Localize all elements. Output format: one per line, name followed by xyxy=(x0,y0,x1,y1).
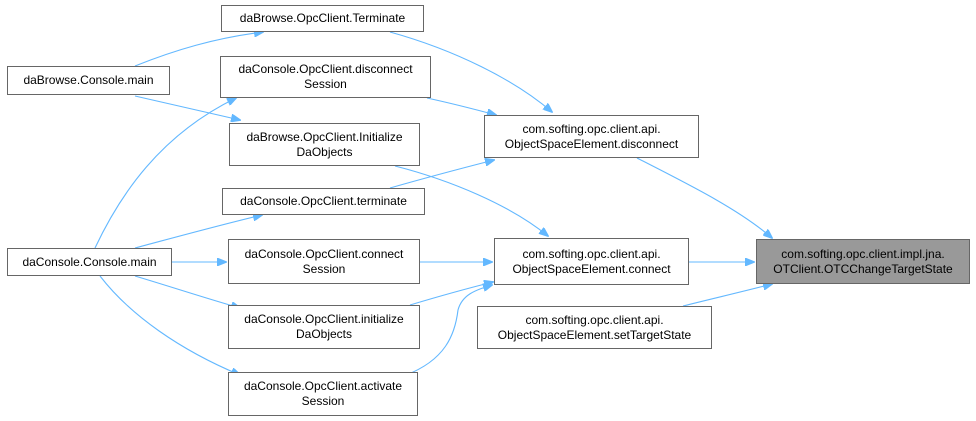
edge-browse-terminate-to-api-disconnect xyxy=(389,31,552,112)
node-label-line1: daConsole.OpcClient.disconnect xyxy=(238,62,413,76)
node-label-line2: OTClient.OTCChangeTargetState xyxy=(773,261,953,276)
node-console-disconnect[interactable]: daConsole.OpcClient.disconnect Session xyxy=(220,56,431,98)
node-target-focus[interactable]: com.softing.opc.client.impl.jna. OTClien… xyxy=(756,239,970,284)
edge-browse-initialize-to-api-connect xyxy=(394,165,548,236)
node-label-line2: DaObjects xyxy=(295,327,353,341)
node-label-line1: com.softing.opc.client.api. xyxy=(525,312,664,327)
node-browse-main[interactable]: daBrowse.Console.main xyxy=(7,66,170,95)
edge-console-initialize-to-api-connect xyxy=(409,282,493,306)
edge-api-disconnect-to-target xyxy=(636,157,772,238)
node-label-line2: Session xyxy=(301,394,345,408)
edge-console-main-to-console-disconnect xyxy=(94,98,236,249)
node-label-line1: daConsole.OpcClient.activate xyxy=(243,379,403,393)
node-label-line2: ObjectSpaceElement.setTargetState xyxy=(497,327,692,342)
edge-console-main-to-console-terminate xyxy=(134,215,262,249)
node-label-line1: daBrowse.OpcClient.Initialize xyxy=(246,129,403,144)
node-label-line2: Session xyxy=(302,261,346,276)
node-label-line2: ObjectSpaceElement.disconnect xyxy=(504,136,679,151)
edge-console-main-to-console-initialize xyxy=(134,275,240,308)
node-console-terminate[interactable]: daConsole.OpcClient.terminate xyxy=(222,188,425,215)
edge-console-disconnect-to-api-disconnect xyxy=(426,97,496,115)
node-label-line2: Session xyxy=(304,77,347,91)
node-api-connect[interactable]: com.softing.opc.client.api. ObjectSpaceE… xyxy=(494,238,689,285)
node-label-line2: ObjectSpaceElement.connect xyxy=(512,261,671,276)
node-browse-terminate[interactable]: daBrowse.OpcClient.Terminate xyxy=(221,5,424,32)
edge-browse-main-to-browse-initialize xyxy=(134,95,240,120)
edges xyxy=(94,31,772,376)
node-label-line1: com.softing.opc.client.api. xyxy=(522,121,661,136)
node-console-main[interactable]: daConsole.Console.main xyxy=(7,248,172,276)
node-label-line1: com.softing.opc.client.api. xyxy=(522,246,661,261)
node-label: daBrowse.OpcClient.Terminate xyxy=(239,11,406,25)
edge-api-settarget-to-target xyxy=(682,284,772,307)
node-label-line1: com.softing.opc.client.impl.jna. xyxy=(781,246,945,261)
node-api-settarget[interactable]: com.softing.opc.client.api. ObjectSpaceE… xyxy=(477,306,712,349)
node-label: daConsole.Console.main xyxy=(22,254,157,269)
node-label-line1: daConsole.OpcClient.connect xyxy=(244,246,404,261)
edge-browse-main-to-browse-terminate xyxy=(134,32,263,67)
node-label-line2: DaObjects xyxy=(296,144,353,159)
edge-console-main-to-console-activate xyxy=(99,275,240,375)
edge-console-terminate-to-api-disconnect xyxy=(389,160,494,189)
node-label: daBrowse.Console.main xyxy=(23,73,154,87)
node-console-connect[interactable]: daConsole.OpcClient.connect Session xyxy=(228,239,420,284)
node-console-activate[interactable]: daConsole.OpcClient.activate Session xyxy=(228,372,418,416)
node-browse-initialize[interactable]: daBrowse.OpcClient.Initialize DaObjects xyxy=(229,123,420,166)
node-label: daConsole.OpcClient.terminate xyxy=(240,194,407,208)
node-console-initialize[interactable]: daConsole.OpcClient.initialize DaObjects xyxy=(228,305,420,349)
node-api-disconnect[interactable]: com.softing.opc.client.api. ObjectSpaceE… xyxy=(484,115,699,158)
node-label-line1: daConsole.OpcClient.initialize xyxy=(244,312,404,326)
edge-console-activate-to-api-connect xyxy=(405,285,492,376)
